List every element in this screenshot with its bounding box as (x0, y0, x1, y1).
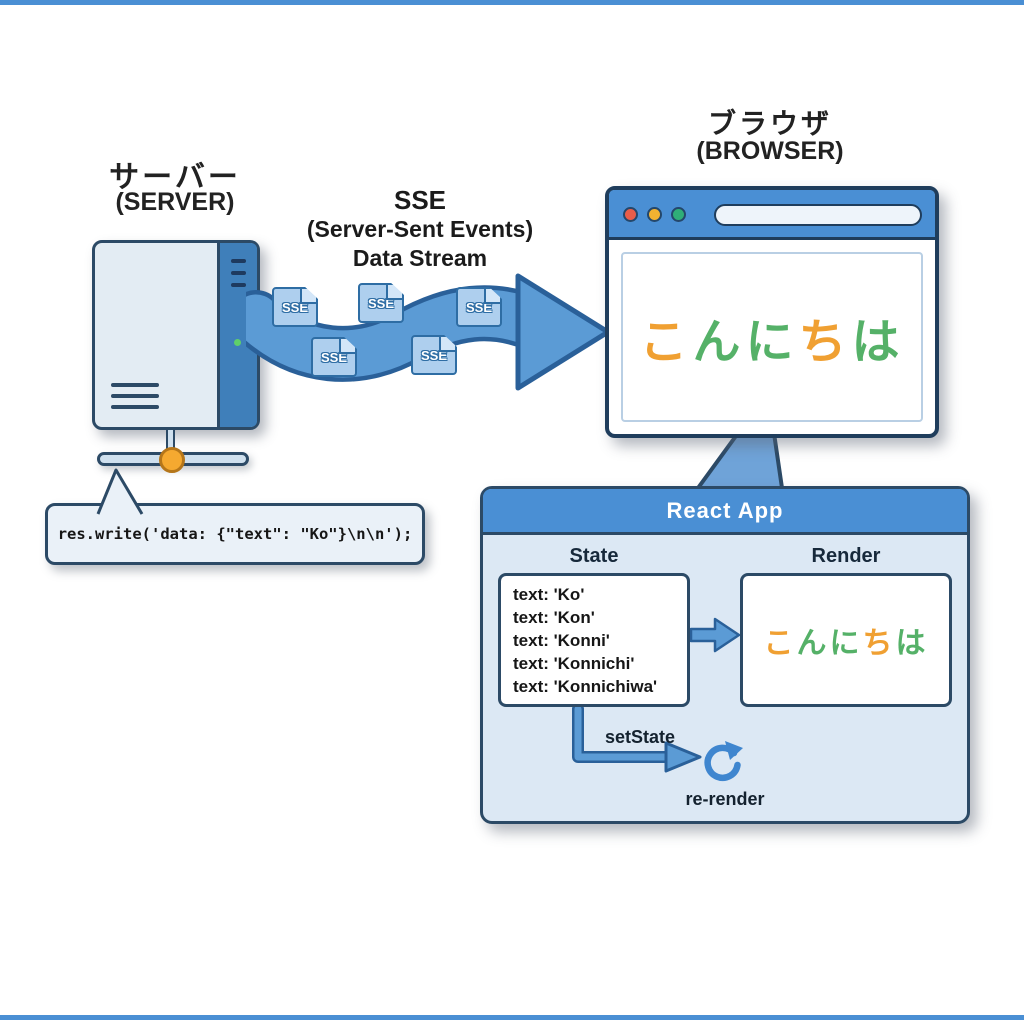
sse-packet-label: SSE (367, 295, 394, 311)
stream-title: SSE (Server-Sent Events) Data Stream (268, 186, 572, 273)
window-dot-green (671, 207, 686, 222)
state-line: text: 'Konni' (513, 631, 610, 650)
server-drive-slot (231, 283, 246, 287)
re-render-refresh-icon (704, 741, 743, 782)
bottom-edge-line (0, 1015, 1024, 1020)
window-dot-red (623, 207, 638, 222)
sse-packet-icon: SSE (411, 335, 457, 375)
code-text: res.write('data: {"text": "Ko"}\n\n'); (57, 525, 413, 543)
re-render-label: re-render (685, 789, 765, 809)
sse-packet-icon: SSE (456, 287, 502, 327)
server-vent-line (111, 394, 159, 398)
setstate-label: setState (604, 727, 676, 747)
react-app-header: React App (483, 489, 967, 535)
window-dot-yellow (647, 207, 662, 222)
stream-title-line1: SSE (393, 185, 447, 215)
server-led-light (234, 339, 241, 346)
sse-packet-icon: SSE (272, 287, 318, 327)
sse-packet-label: SSE (320, 349, 347, 365)
sse-packet-icon: SSE (358, 283, 404, 323)
render-greeting-text: こんにちは (763, 626, 929, 661)
react-app-title: React App (666, 497, 784, 523)
server-drive-slot (231, 259, 246, 263)
bubble-tail (96, 468, 144, 515)
stream-title-line3: Data Stream (352, 245, 488, 271)
server-label-english: (SERVER) (115, 188, 235, 216)
arrowhead (515, 273, 611, 391)
top-edge-line (0, 0, 1024, 5)
state-line: text: 'Ko' (513, 585, 585, 604)
browser-label-english: (BROWSER) (696, 137, 844, 165)
browser-window: こんにちは (605, 186, 939, 438)
sse-packet-icon: SSE (311, 337, 357, 377)
data-stream-arrow (246, 273, 611, 391)
react-app-panel: React App State Render text: 'Ko' text: … (480, 486, 970, 824)
server-vent-line (111, 383, 159, 387)
browser-content-area: こんにちは (621, 252, 923, 422)
server-label-japanese: サーバー (109, 161, 241, 194)
browser-label-japanese: ブラウザ (707, 108, 832, 139)
server-vent-line (111, 405, 159, 409)
state-to-render-arrow (689, 617, 741, 653)
render-box: こんにちは (740, 573, 952, 707)
render-column-label: Render (811, 545, 881, 567)
network-node-dot (159, 447, 185, 473)
stream-title-line2: (Server-Sent Events) (306, 216, 534, 242)
sse-packet-label: SSE (465, 299, 492, 315)
state-box: text: 'Ko' text: 'Kon' text: 'Konni' tex… (498, 573, 690, 707)
state-column-label: State (569, 545, 619, 567)
state-line: text: 'Kon' (513, 608, 595, 627)
setstate-arrow (572, 703, 702, 773)
state-line: text: 'Konnichiwa' (513, 677, 658, 696)
state-line: text: 'Konnichi' (513, 654, 635, 673)
server-illustration (92, 240, 260, 430)
sse-packet-label: SSE (420, 347, 447, 363)
server-drive-slot (231, 271, 246, 275)
sse-packet-label: SSE (281, 299, 308, 315)
greeting-text: こんにちは (639, 314, 905, 370)
browser-header-bar (609, 190, 935, 240)
address-bar (714, 204, 922, 226)
